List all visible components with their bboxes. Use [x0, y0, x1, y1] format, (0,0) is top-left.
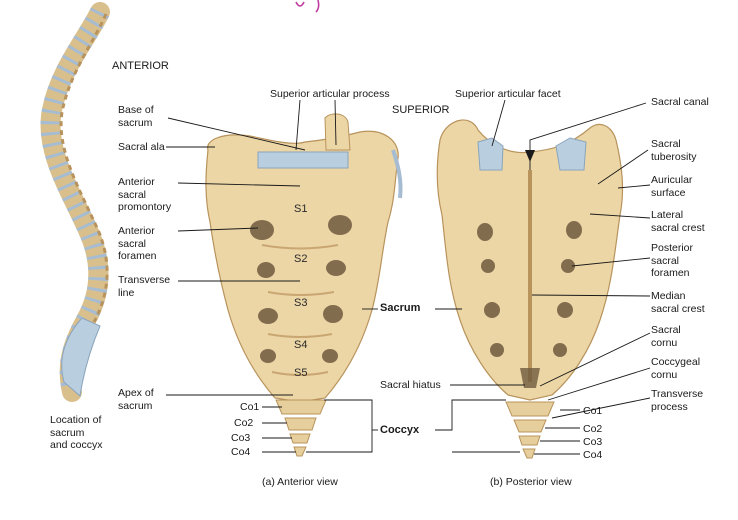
spine-caption: Location of sacrum and coccyx	[50, 414, 103, 451]
anterior-auricular-edge	[391, 149, 403, 199]
label-base-of-sacrum: Base of sacrum	[118, 104, 154, 129]
label-median-sacral-crest: Median sacral crest	[651, 290, 705, 315]
canal-arrowhead	[525, 150, 535, 162]
sacrum-coccyx-highlight	[61, 317, 101, 397]
posterior-view-caption: (b) Posterior view	[490, 476, 572, 488]
segment-label: S4	[294, 339, 307, 351]
spinous-processes	[59, 13, 109, 323]
label-anterior-sacral-promontory: Anterior sacral promontory	[118, 176, 172, 213]
hiatus-shape	[520, 368, 540, 388]
label-sacral-canal: Sacral canal	[651, 96, 709, 108]
label-transverse-process: Transverse process	[651, 388, 704, 413]
label-coccygeal-cornu: Coccygeal cornu	[651, 356, 701, 381]
label-posterior-co1: Co1	[583, 405, 603, 417]
anterior-transverse-lines	[261, 244, 339, 376]
posterior-facet-left	[477, 137, 504, 171]
label-sacral-cornu: Sacral cornu	[651, 324, 681, 349]
segment-labels: S1 S2 S3 S4 S5	[294, 203, 307, 379]
anterior-sacrum	[205, 113, 403, 457]
anterior-articular-process	[324, 113, 351, 151]
label-sacral-ala: Sacral ala	[118, 141, 165, 153]
label-posterior-sacral-foramen: Posterior sacral foramen	[651, 242, 694, 279]
anterior-coccyx	[275, 399, 327, 457]
posterior-facet-right	[555, 137, 587, 171]
anterior-view-caption: (a) Anterior view	[262, 476, 338, 488]
posterior-coccyx	[505, 401, 555, 459]
segment-label: S1	[294, 203, 307, 215]
label-sacral-hiatus: Sacral hiatus	[380, 379, 441, 391]
label-sacral-tuberosity: Sacral tuberosity	[651, 138, 697, 163]
vertebral-column	[40, 2, 110, 402]
label-anterior-co2: Co2	[234, 417, 254, 429]
label-posterior-co3: Co3	[583, 436, 603, 448]
label-transverse-line: Transverse line	[118, 274, 171, 299]
label-anterior-co3: Co3	[231, 432, 251, 444]
anterior-base-cartilage	[257, 151, 349, 169]
label-superior-articular-process: Superior articular process	[270, 88, 390, 100]
label-apex-of-sacrum: Apex of sacrum	[118, 387, 154, 412]
label-superior-articular-facet: Superior articular facet	[455, 88, 561, 100]
top-mark-fragment	[295, 0, 320, 13]
label-posterior-co2: Co2	[583, 423, 603, 435]
segment-label: S3	[294, 297, 307, 309]
label-sacrum: Sacrum	[380, 302, 421, 314]
posterior-foramina	[477, 221, 582, 357]
anterior-orientation-tag: ANTERIOR	[112, 60, 169, 72]
segment-label: S2	[294, 253, 307, 265]
label-anterior-co1: Co1	[240, 401, 260, 413]
label-coccyx: Coccyx	[380, 424, 420, 436]
segment-label: S5	[294, 367, 307, 379]
posterior-sacrum	[436, 119, 624, 459]
anterior-foramina	[250, 215, 352, 363]
label-posterior-co4: Co4	[583, 449, 603, 461]
label-anterior-co4: Co4	[231, 446, 251, 458]
label-auricular-surface: Auricular surface	[651, 174, 693, 199]
anterior-sacrum-body	[205, 130, 399, 403]
superior-orientation-tag: SUPERIOR	[392, 104, 450, 116]
label-anterior-sacral-foramen: Anterior sacral foramen	[118, 225, 157, 262]
label-lateral-sacral-crest: Lateral sacral crest	[651, 209, 705, 234]
